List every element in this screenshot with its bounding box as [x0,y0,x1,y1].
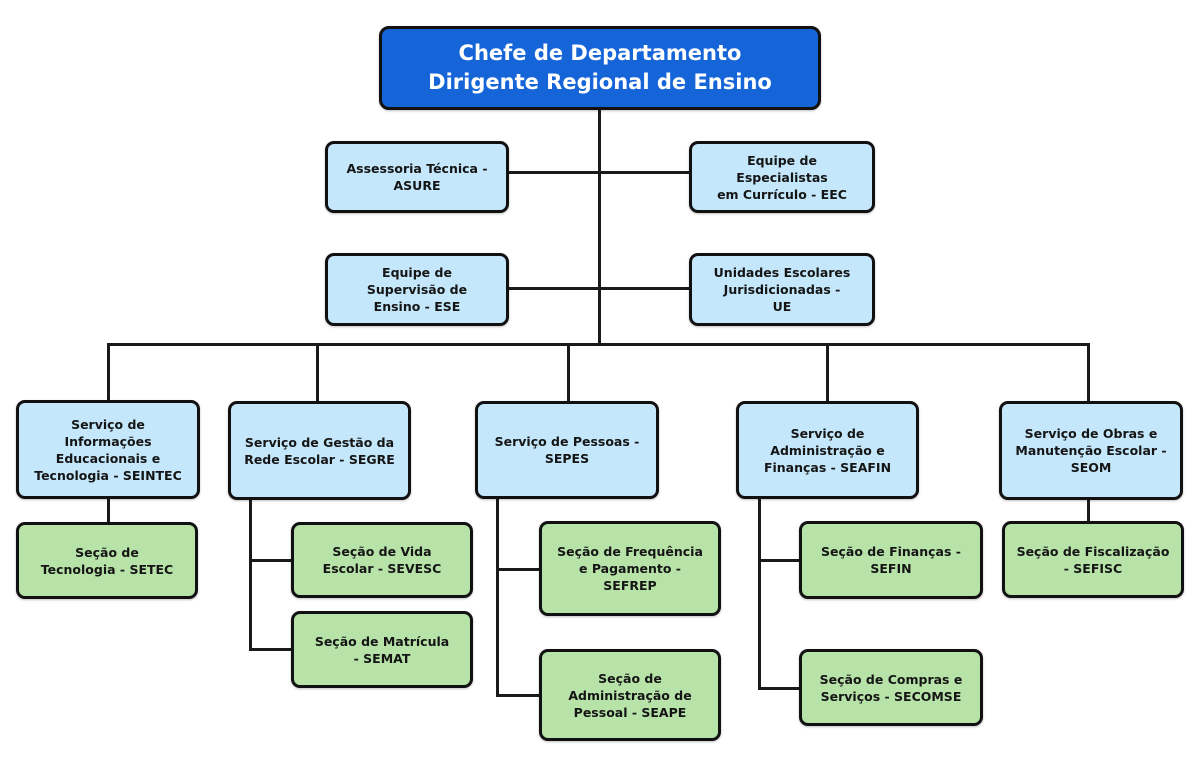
service-label: Serviço de Pessoas - SEPES [494,434,640,466]
section-box-sefrep[interactable]: Seção de Frequência e Pagamento - SEFREP [539,521,721,616]
director-title: Chefe de Departamento Dirigente Regional… [428,41,772,94]
connector-seintec-setec [107,497,110,524]
advisory-box-asure[interactable]: Assessoria Técnica - ASURE [325,141,509,213]
advisory-box-ue[interactable]: Unidades Escolares Jurisdicionadas - UE [689,253,875,326]
connector-drop-sepes [567,343,570,402]
advisory-box-ese[interactable]: Equipe de Supervisão de Ensino - ESE [325,253,509,326]
connector-main-vertical [598,109,601,346]
advisory-label: Equipe de Supervisão de Ensino - ESE [366,265,468,314]
connector-segre-trunk [249,497,252,650]
connector-seafin-secomse [758,687,801,690]
service-box-seom[interactable]: Serviço de Obras e Manutenção Escolar - … [999,401,1183,500]
advisory-label: Equipe de Especialistas em Currículo - E… [717,152,847,202]
service-label: Serviço de Informações Educacionais e Te… [34,416,182,483]
section-box-setec[interactable]: Seção de Tecnologia - SETEC [16,522,198,599]
connector-seom-sefisc [1087,497,1090,524]
connector-services-bus [107,343,1090,346]
advisory-box-eec[interactable]: Equipe de Especialistas em Currículo - E… [689,141,875,213]
connector-sepes-trunk [496,497,499,696]
director-box[interactable]: Chefe de Departamento Dirigente Regional… [379,26,821,110]
connector-segre-semat [249,648,293,651]
section-label: Seção de Matrícula - SEMAT [314,633,450,666]
section-box-sefin[interactable]: Seção de Finanças - SEFIN [799,521,983,599]
service-box-segre[interactable]: Serviço de Gestão da Rede Escolar - SEGR… [228,401,411,500]
service-box-seafin[interactable]: Serviço de Administração e Finanças - SE… [736,401,919,499]
connector-advisory-row1 [508,171,691,174]
service-box-sepes[interactable]: Serviço de Pessoas - SEPES [475,401,659,499]
advisory-label: Unidades Escolares Jurisdicionadas - UE [713,265,851,314]
section-label: Seção de Tecnologia - SETEC [40,544,174,577]
section-box-sevesc[interactable]: Seção de Vida Escolar - SEVESC [291,522,473,598]
connector-seafin-trunk [758,497,761,690]
section-box-secomse[interactable]: Seção de Compras e Serviços - SECOMSE [799,649,983,726]
connector-drop-seafin [826,343,829,402]
service-box-seintec[interactable]: Serviço de Informações Educacionais e Te… [16,400,200,499]
section-label: Seção de Administração de Pessoal - SEAP… [568,670,692,720]
section-label: Seção de Frequência e Pagamento - SEFREP [557,544,703,593]
section-box-semat[interactable]: Seção de Matrícula - SEMAT [291,611,473,688]
service-label: Serviço de Obras e Manutenção Escolar - … [1015,426,1167,475]
section-box-sefisc[interactable]: Seção de Fiscalização - SEFISC [1002,521,1184,598]
section-label: Seção de Compras e Serviços - SECOMSE [819,671,963,704]
connector-seafin-sefin [758,559,801,562]
section-label: Seção de Finanças - SEFIN [821,544,961,576]
section-box-seape[interactable]: Seção de Administração de Pessoal - SEAP… [539,649,721,741]
connector-drop-seintec [107,343,110,402]
service-label: Serviço de Administração e Finanças - SE… [763,425,892,475]
connector-drop-segre [316,343,319,402]
advisory-label: Assessoria Técnica - ASURE [346,161,488,193]
connector-sepes-seape [496,694,541,697]
section-label: Seção de Fiscalização - SEFISC [1016,543,1170,576]
section-label: Seção de Vida Escolar - SEVESC [322,544,442,576]
connector-drop-seom [1087,343,1090,402]
connector-sepes-sefrep [496,568,541,571]
connector-segre-sevesc [249,559,293,562]
service-label: Serviço de Gestão da Rede Escolar - SEGR… [244,434,395,467]
connector-advisory-row2 [508,287,691,290]
